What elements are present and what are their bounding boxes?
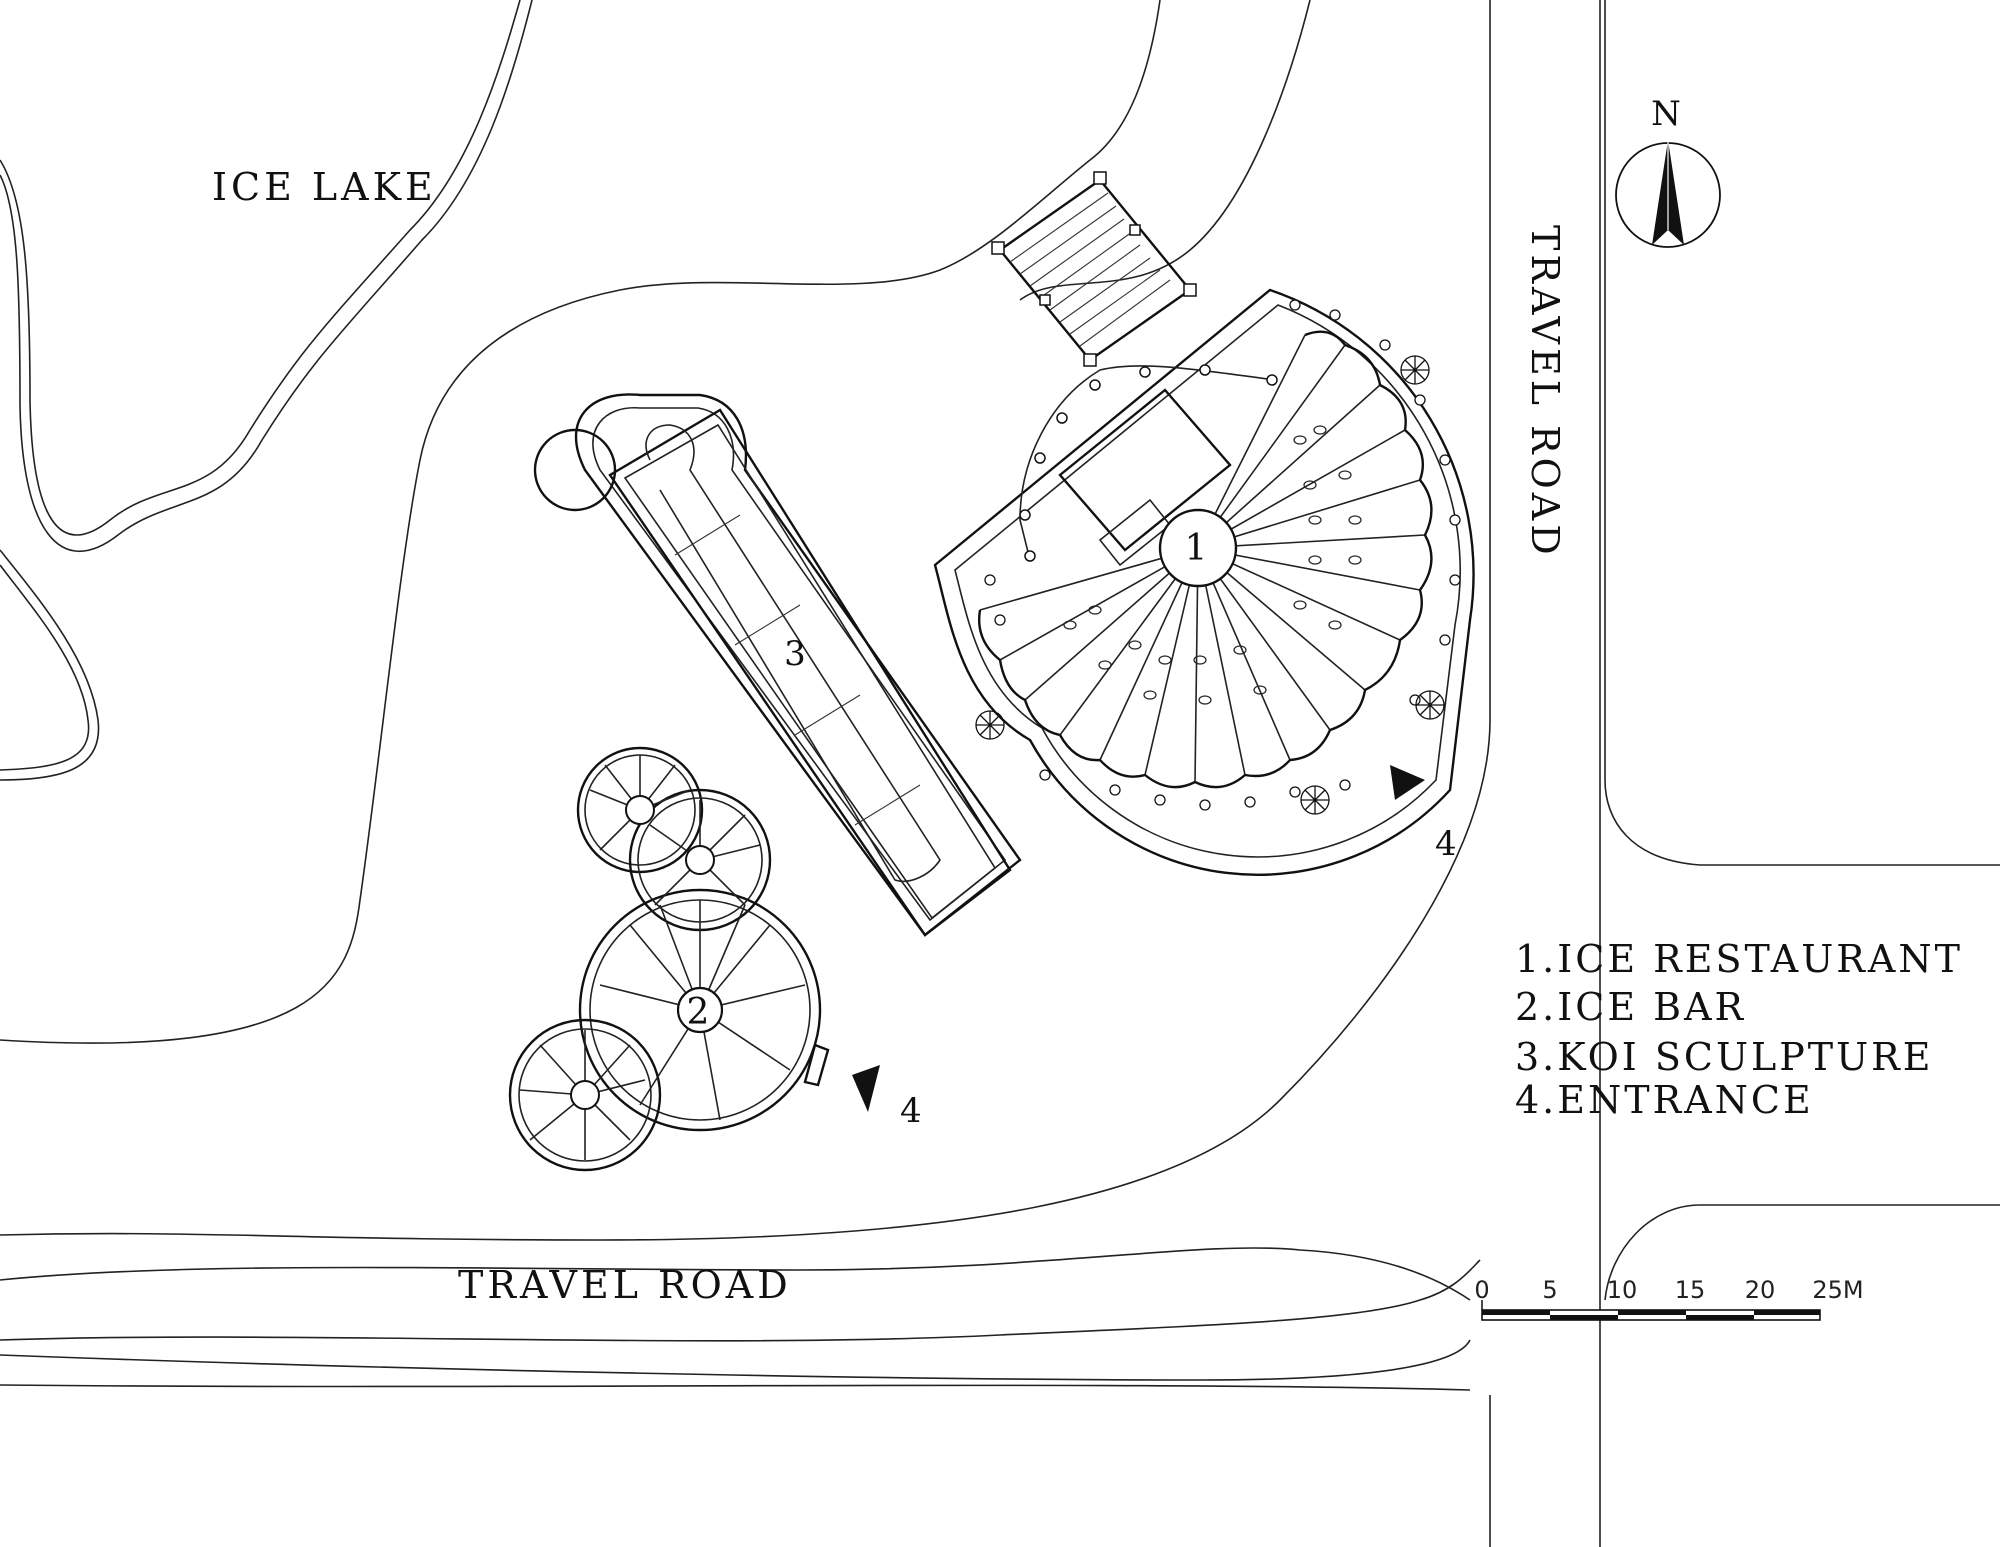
restaurant-number: 1 (1185, 528, 1212, 569)
bar-number: 2 (687, 992, 714, 1033)
scale-tick-15: 15 (1675, 1276, 1706, 1304)
legend: 1.ICE RESTAURANT 2.ICE BAR 3.KOI SCULPTU… (1515, 937, 1963, 1122)
scale-tick-0: 0 (1474, 1276, 1489, 1304)
scale-tick-5: 5 (1542, 1276, 1557, 1304)
scale-bar: 0 5 10 15 20 25M (1474, 1276, 1864, 1321)
ice-lake-label: ICE LAKE (212, 165, 437, 209)
legend-item-3: 3.KOI SCULPTURE (1515, 1035, 1934, 1079)
entrance-marker-a: 4 (1390, 765, 1461, 864)
legend-item-1: 1.ICE RESTAURANT (1515, 937, 1963, 981)
travel-road-label-right: TRAVEL ROAD (1523, 225, 1567, 559)
tree-icon (975, 355, 1445, 815)
scale-tick-10: 10 (1607, 1276, 1638, 1304)
ice-bar: 2 (508, 746, 830, 1172)
scale-tick-25: 25M (1812, 1276, 1863, 1304)
triangle-marker-icon (1390, 765, 1425, 800)
scale-tick-20: 20 (1745, 1276, 1776, 1304)
ice-restaurant: 1 (933, 288, 1475, 877)
legend-item-4: 4.ENTRANCE (1515, 1078, 1814, 1122)
entrance-number-a: 4 (1435, 824, 1461, 864)
entrance-number-b: 4 (900, 1091, 926, 1131)
legend-item-2: 2.ICE BAR (1515, 985, 1746, 1029)
koi-sculpture: 3 (533, 393, 1022, 937)
north-arrow: N (1615, 94, 1721, 248)
footbridge (991, 171, 1197, 367)
triangle-marker-icon (852, 1065, 880, 1112)
north-label: N (1651, 94, 1685, 134)
koi-number: 3 (784, 634, 810, 674)
entrance-marker-b: 4 (852, 1065, 926, 1131)
travel-road-label-bottom: TRAVEL ROAD (458, 1263, 792, 1307)
lake-shoreline (0, 0, 533, 781)
